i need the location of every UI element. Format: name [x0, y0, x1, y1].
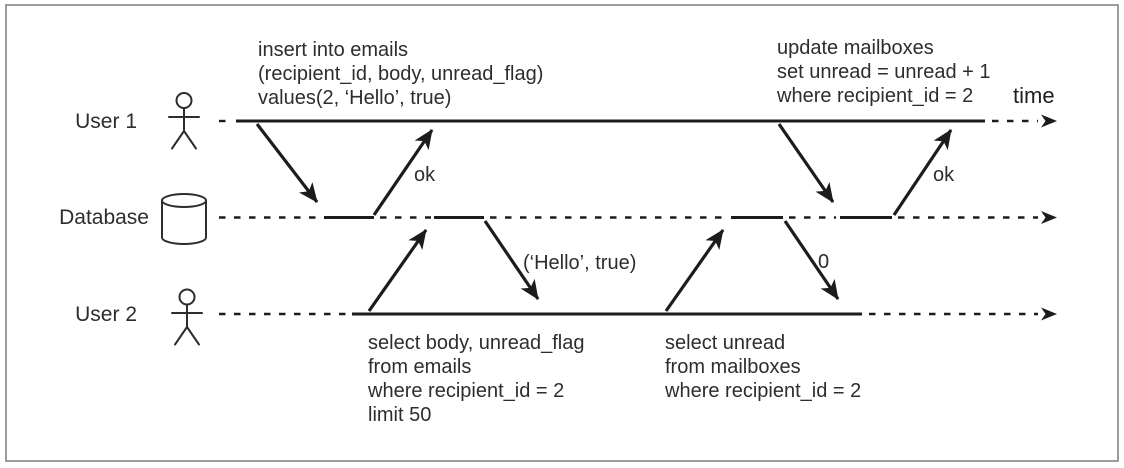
- select-emails-query-text: select body, unread_flag from emails whe…: [367, 332, 590, 426]
- database-timeline: [219, 211, 1057, 224]
- database-cylinder-icon: [161, 193, 207, 245]
- insert-request-arrow: [255, 123, 319, 203]
- update-query-text: update mailboxes set unread = unread + 1…: [776, 37, 996, 107]
- select-mailboxes-result-label: 0: [818, 251, 829, 273]
- select-emails-result-label: (‘Hello’, true): [523, 252, 636, 274]
- user2-timeline-arrowhead-icon: [1041, 307, 1057, 321]
- select-mailboxes-query-text: select unread from mailboxes where recip…: [664, 332, 861, 402]
- actor-label-user2: User 2: [75, 303, 137, 326]
- actor-label-user1: User 1: [75, 110, 137, 133]
- actor-label-database: Database: [59, 206, 149, 229]
- select-emails-request-arrow: [367, 229, 428, 312]
- user1-timeline-arrowhead-icon: [1041, 114, 1057, 128]
- select-mailboxes-result-arrow: [783, 220, 840, 300]
- user1-person-icon: [168, 92, 200, 150]
- update-request-arrow: [777, 123, 835, 203]
- insert-ok-reply-arrow: [372, 129, 434, 216]
- diagram-border: [5, 4, 1119, 462]
- insert-query-text: insert into emails (recipient_id, body, …: [258, 39, 549, 109]
- update-ok-reply-arrow: [892, 129, 953, 216]
- database-timeline-arrowhead-icon: [1041, 211, 1057, 224]
- user1-timeline: [219, 114, 1057, 128]
- select-mailboxes-request-arrow: [664, 229, 725, 312]
- update-ok-label: ok: [933, 164, 955, 186]
- select-emails-result-arrow: [483, 220, 540, 300]
- time-axis-label: time: [1013, 83, 1055, 108]
- insert-ok-label: ok: [414, 164, 436, 186]
- user2-timeline: [219, 307, 1057, 321]
- user2-person-icon: [171, 288, 203, 346]
